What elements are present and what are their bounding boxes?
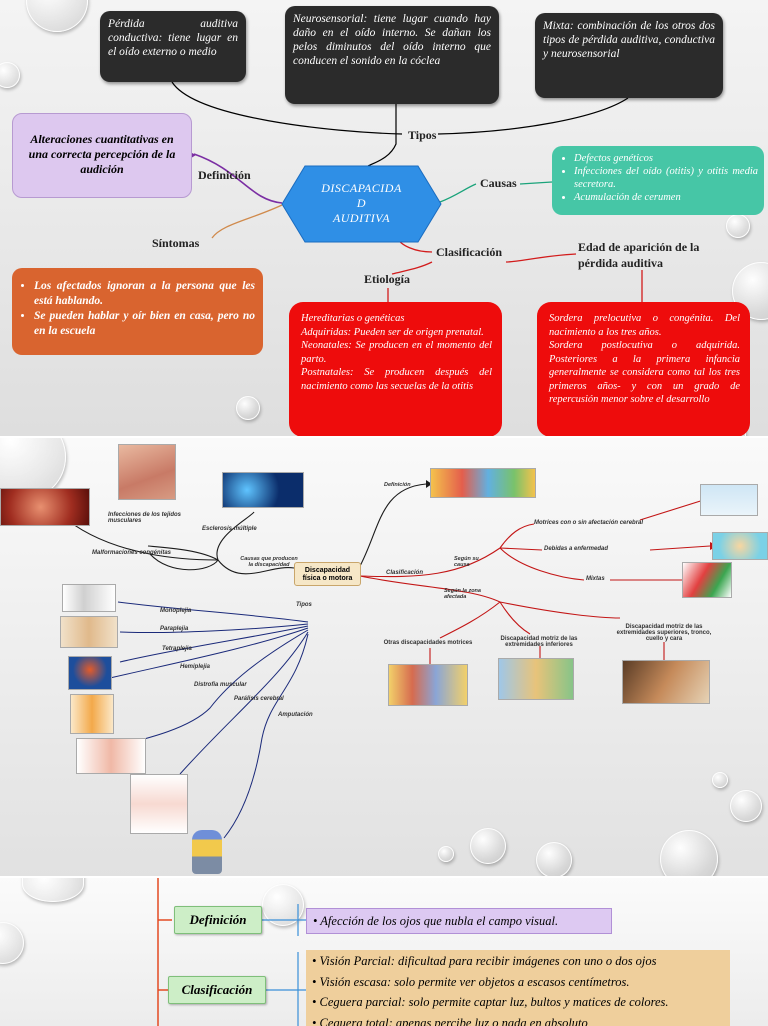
sensorineural-box: Neurosensorial: tiene lugar cuando hay d… <box>285 6 499 104</box>
etiology-line: Postnatales: Se producen después del nac… <box>301 366 492 393</box>
conductive-loss-box: Pérdida auditiva conductiva: tiene lugar… <box>100 11 246 82</box>
motor-center-box: Discapacidad física o motora <box>294 562 361 586</box>
age-onset-box: Sordera prelocutiva o congénita. Del nac… <box>537 302 750 436</box>
hemiplegia-image <box>70 694 114 734</box>
symptoms-box: Los afectados ignoran a la persona que l… <box>12 268 263 355</box>
slide-visual-disability: Definición • Afección de los ojos que nu… <box>0 876 768 1026</box>
center-title-line: D <box>305 196 418 211</box>
etiology-line: Adquiridas: Pueden ser de origen prenata… <box>301 326 492 340</box>
type-hemiplegia: Hemiplejia <box>180 664 210 670</box>
brain-scan-image <box>222 472 304 508</box>
visual-classification-label: Clasificación <box>168 976 266 1004</box>
by-cause-cerebral: Motrices con o sin afectación cerebral <box>534 520 643 526</box>
causes-box: Defectos genéticos Infecciones del oído … <box>552 146 764 215</box>
motor-types-label: Tipos <box>296 602 312 608</box>
muscle-image <box>76 738 146 774</box>
definition-label: Definición <box>198 168 251 183</box>
visual-definition-text: • Afección de los ojos que nubla el camp… <box>306 908 612 934</box>
type-monoplegia: Monoplejia <box>160 608 191 614</box>
zone-lower-limbs: Discapacidad motriz de las extremidades … <box>484 636 594 648</box>
children-playing-image <box>430 468 536 498</box>
age-line: Sordera prelocutiva o congénita. Del nac… <box>549 312 740 339</box>
zone-other: Otras discapacidades motrices <box>380 640 476 646</box>
mixed-figures-image <box>682 562 732 598</box>
visual-classification-list: • Visión Parcial: dificultad para recibi… <box>306 950 730 1026</box>
motor-classification-label: Clasificación <box>386 570 423 576</box>
center-title-line: DISCAPACIDA <box>305 181 418 196</box>
type-muscular-dystrophy: Distrofia muscular <box>194 682 247 688</box>
by-cause-label: Según su causa <box>454 556 490 568</box>
etiology-line: Neonatales: Se producen en el momento de… <box>301 339 492 366</box>
symptoms-label: Síntomas <box>152 236 199 251</box>
age-label: Edad de aparición de la pérdida auditiva <box>578 239 728 271</box>
cause-item: Defectos genéticos <box>574 152 758 165</box>
type-paraplegia: Paraplejia <box>160 626 188 632</box>
center-title: DISCAPACIDA D AUDITIVA <box>305 181 418 226</box>
etiology-line: Hereditarias o genéticas <box>301 312 492 326</box>
visual-definition-value: Afección de los ojos que nubla el campo … <box>320 914 558 928</box>
cause-item: Acumulación de cerumen <box>574 191 758 204</box>
mixed-loss-box: Mixta: combinación de los otros dos tipo… <box>535 13 723 98</box>
etiology-box: Hereditarias o genéticas Adquiridas: Pue… <box>289 302 502 436</box>
group-figures-image <box>388 664 468 706</box>
age-line: Sordera postlocutiva o adquirida. Poster… <box>549 339 740 407</box>
by-zone-label: Según la zona afectada <box>444 588 488 600</box>
causes-label: Causas <box>480 176 517 191</box>
leg-infection-image <box>118 444 176 500</box>
etiology-label: Etiología <box>364 272 410 287</box>
visual-class-text: Ceguera parcial: solo permite captar luz… <box>320 995 669 1009</box>
symptom-item: Se pueden hablar y oír bien en casa, per… <box>34 309 255 339</box>
cause-item: Infecciones del oído (otitis) y otitis m… <box>574 165 758 191</box>
symptom-item: Los afectados ignoran a la persona que l… <box>34 279 255 309</box>
cause-congenital: Malformaciones congénitas <box>92 550 171 556</box>
cause-infections: Infecciones de los tejidos musculares <box>108 512 198 524</box>
child-desk-image <box>622 660 710 704</box>
cerebral-palsy-image <box>130 774 188 834</box>
by-cause-disease: Debidas a enfermedad <box>544 546 608 552</box>
amputee-child-image <box>192 830 222 874</box>
cerebral-figure-image <box>712 532 768 560</box>
cause-sclerosis: Esclerosis múltiple <box>202 526 257 532</box>
zone-upper-limbs: Discapacidad motriz de las extremidades … <box>614 624 714 642</box>
by-cause-mixed: Mixtas <box>586 576 605 582</box>
visual-class-text: Visión Parcial: dificultad para recibir … <box>320 954 657 968</box>
visual-class-item: • Visión Parcial: dificultad para recibi… <box>312 951 730 972</box>
slide-hearing-disability: Pérdida auditiva conductiva: tiene lugar… <box>0 0 768 436</box>
center-title-line: AUDITIVA <box>305 211 418 226</box>
visual-class-text: Ceguera total: apenas percibe luz o nada… <box>320 1016 588 1026</box>
spine-image <box>68 656 112 690</box>
definition-box: Alteraciones cuantitativas en una correc… <box>12 113 192 198</box>
motor-connectors <box>0 438 768 878</box>
body-paraplegia-image <box>60 616 118 648</box>
wheelchair-help-image <box>700 484 758 516</box>
visual-class-text: Visión escasa: solo permite ver objetos … <box>320 975 630 989</box>
motor-causes-label: Causas que producen la discapacidad <box>240 556 298 568</box>
type-amputation: Amputación <box>278 712 313 718</box>
classification-label: Clasificación <box>436 245 502 260</box>
type-tetraplegia: Tetraplejia <box>162 646 192 652</box>
type-cerebral-palsy: Parálisis cerebral <box>234 696 284 702</box>
wheelchair-group-image <box>498 658 574 700</box>
fetus-image <box>0 488 90 526</box>
visual-definition-label: Definición <box>174 906 262 934</box>
skeleton-image <box>62 584 116 612</box>
types-label: Tipos <box>408 128 436 143</box>
visual-class-item: • Ceguera parcial: solo permite captar l… <box>312 992 730 1013</box>
slide-motor-disability: Discapacidad física o motora Definición … <box>0 436 768 878</box>
motor-definition-label: Definición <box>384 482 411 488</box>
visual-class-item: • Visión escasa: solo permite ver objeto… <box>312 972 730 993</box>
